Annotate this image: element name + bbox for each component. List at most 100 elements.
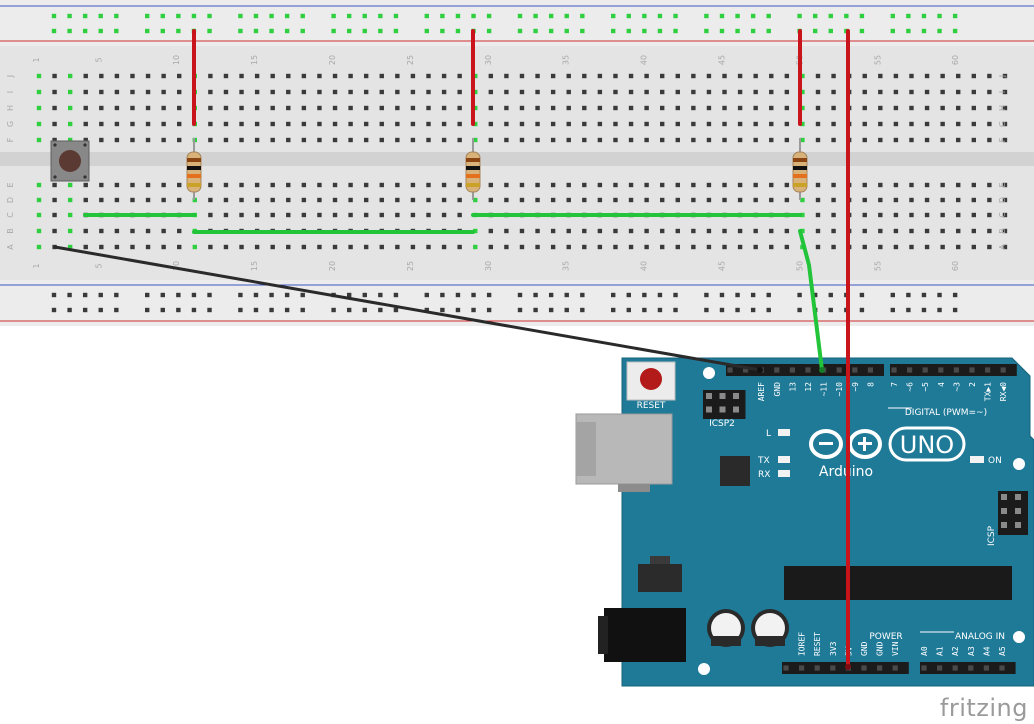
rail-hole (844, 13, 849, 19)
rail-hole (486, 307, 492, 313)
header-pin (922, 367, 928, 373)
header-pin (733, 393, 739, 399)
regulator-tab (650, 556, 670, 564)
pin-label: ~10 (835, 382, 844, 397)
breadboard-hole (317, 137, 322, 143)
breadboard-hole (363, 197, 369, 203)
breadboard-hole (862, 105, 867, 111)
breadboard-hole (441, 137, 447, 143)
rail-hole (750, 292, 756, 298)
column-number: 1 (32, 57, 41, 62)
rail-hole (859, 13, 865, 19)
breadboard-hole (130, 182, 135, 188)
breadboard-hole (800, 197, 805, 203)
rail-hole (82, 28, 88, 34)
breadboard-hole (566, 137, 571, 143)
breadboard-hole (644, 228, 649, 234)
breadboard-hole (473, 244, 478, 250)
rail-hole (300, 28, 305, 34)
breadboard-hole (519, 73, 525, 79)
breadboard-hole (644, 73, 649, 79)
rail-hole (269, 28, 274, 34)
breadboard-hole (379, 121, 384, 127)
breadboard-hole (239, 244, 244, 250)
breadboard-hole (208, 73, 213, 79)
mount-hole (703, 367, 715, 379)
breadboard-hole (831, 197, 836, 203)
breadboard-hole (410, 212, 416, 218)
breadboard-hole (379, 73, 384, 79)
breadboard-hole (706, 121, 712, 127)
breadboard-hole (1002, 212, 1008, 218)
breadboard-hole (410, 137, 416, 143)
breadboard-hole (52, 89, 57, 95)
breadboard-hole (613, 121, 618, 127)
breadboard-hole (940, 182, 945, 188)
breadboard-hole (426, 212, 431, 218)
breadboard-hole (254, 137, 260, 143)
breadboard-hole (83, 121, 88, 127)
top-power-rail (0, 0, 1034, 46)
row-letter: B (998, 228, 1007, 234)
breadboard-hole (254, 89, 260, 95)
rail-hole (533, 28, 538, 34)
rail-hole (98, 307, 103, 313)
rail-hole (393, 292, 399, 298)
breadboard-hole (488, 228, 494, 234)
breadboard-hole (130, 137, 135, 143)
rail-hole (160, 13, 165, 19)
breadboard-hole (737, 197, 743, 203)
rail-hole (906, 13, 911, 19)
breadboard-hole (956, 105, 961, 111)
row-letter: C (998, 212, 1007, 218)
breadboard-hole (940, 137, 945, 143)
breadboard-hole (270, 182, 275, 188)
breadboard-hole (36, 228, 42, 234)
breadboard-hole (145, 121, 151, 127)
rail-hole (890, 13, 895, 19)
rail-hole (533, 13, 538, 19)
rail-hole (533, 292, 538, 298)
rail-hole (67, 292, 72, 298)
breadboard-hole (254, 244, 260, 250)
breadboard-hole (223, 182, 229, 188)
rail-hole (704, 307, 709, 313)
breadboard-hole (348, 73, 353, 79)
column-number: 10 (172, 55, 181, 65)
rail-hole (533, 307, 538, 313)
breadboard-hole (270, 212, 275, 218)
breadboard-hole (52, 105, 57, 111)
breadboard-hole (83, 105, 88, 111)
rail-hole (657, 13, 663, 19)
breadboard-hole (909, 244, 914, 250)
breadboard-hole (737, 89, 743, 95)
breadboard-hole (893, 182, 899, 188)
breadboard-hole (831, 105, 836, 111)
header-pin (861, 665, 867, 671)
breadboard-hole (878, 105, 883, 111)
analog-label: ANALOG IN (955, 632, 1005, 642)
breadboard-hole (737, 105, 743, 111)
pin-label: RESET (813, 632, 822, 656)
header-pin (814, 665, 820, 671)
breadboard-hole (971, 137, 976, 143)
rail-hole (207, 28, 212, 34)
breadboard-hole (862, 212, 867, 218)
breadboard-hole (815, 73, 821, 79)
rail-hole (906, 28, 911, 34)
rail-hole (921, 307, 927, 313)
header-pin (999, 665, 1005, 671)
breadboard-hole (800, 137, 805, 143)
rail-hole (937, 13, 942, 19)
breadboard-hole (706, 228, 712, 234)
breadboard-hole (457, 212, 462, 218)
breadboard-hole (36, 197, 42, 203)
breadboard-hole (130, 73, 135, 79)
breadboard-hole (924, 197, 930, 203)
minus-icon (819, 442, 833, 445)
rail-hole (145, 307, 150, 313)
breadboard-hole (348, 212, 353, 218)
breadboard-hole (286, 121, 291, 127)
breadboard-hole (52, 137, 57, 143)
breadboard-hole (628, 197, 634, 203)
